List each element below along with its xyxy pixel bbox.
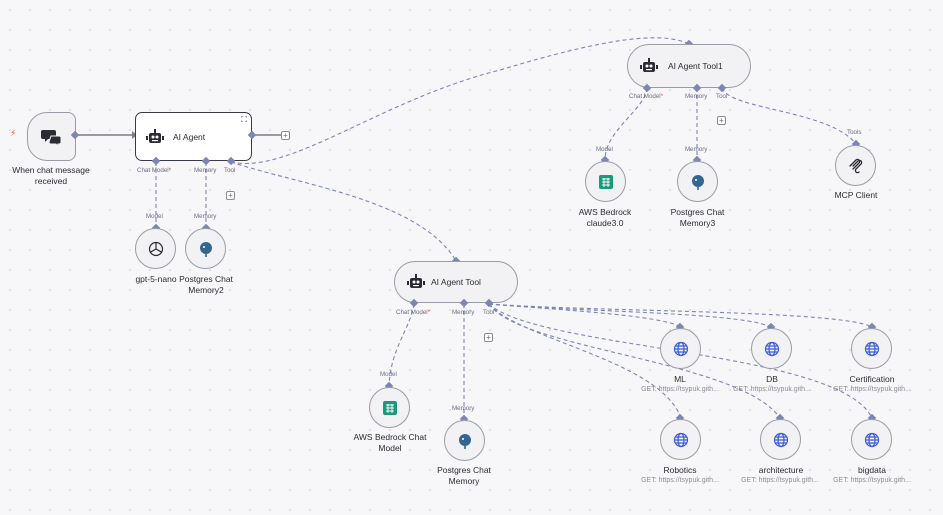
globe-icon — [673, 341, 688, 356]
robot-icon — [640, 58, 658, 72]
pg-memory3-title: Postgres Chat Memory3 — [670, 207, 725, 228]
mcp-icon — [848, 158, 862, 173]
edge-http-ml — [488, 303, 682, 328]
pg3-port-label: Memory — [685, 146, 708, 153]
postgres-icon — [458, 433, 471, 449]
tool1-add-tool-button[interactable]: + — [717, 116, 726, 125]
edge-agent-tool-agenttool — [230, 161, 457, 262]
gpt-model-title: gpt-5-nano — [135, 274, 177, 284]
http-tool-ml-title: ML — [674, 374, 686, 384]
postgres-icon — [199, 241, 212, 257]
ai-agent-tool1-title: AI Agent Tool1 — [668, 61, 723, 71]
pg2-port-label: Memory — [194, 213, 217, 220]
robot-icon — [146, 128, 164, 143]
bedrock-claude-title: AWS Bedrock claude3.0 — [578, 207, 632, 228]
http-tool-bigdata-title: bigdata — [858, 465, 886, 475]
globe-icon — [864, 341, 879, 356]
bedrock-chat-node[interactable] — [369, 387, 410, 428]
http-tool-ml-subtitle: GET: https://tsypuk.gith... — [641, 386, 719, 393]
mcp-client-node[interactable] — [835, 145, 876, 186]
chat-trigger-node[interactable] — [27, 112, 76, 161]
bedrock-chat-port-label: Model — [380, 371, 397, 378]
globe-icon — [764, 341, 779, 356]
postgres-icon — [691, 174, 704, 190]
pg-memory-node[interactable] — [444, 420, 485, 461]
http-tool-certification-title: Certification — [849, 374, 895, 384]
agent-tool-add-tool-button[interactable]: + — [484, 333, 493, 342]
ai-agent-chat-model-label: Chat Model* — [137, 167, 172, 174]
aws-bedrock-icon — [598, 174, 613, 189]
gpt-model-node[interactable] — [135, 228, 176, 269]
focus-icon[interactable]: ⛶ — [241, 115, 247, 124]
gpt-model-port-label: Model — [146, 213, 163, 220]
mcp-client-title: MCP Client — [834, 190, 878, 200]
http-tool-db-title: DB — [766, 374, 778, 384]
mcp-port-label: Tools — [847, 129, 862, 136]
agent-tool-memory-label: Memory — [452, 309, 475, 316]
tool1-tool-label: Tool — [716, 93, 728, 100]
agent-tool-chat-model-label: Chat Model* — [396, 309, 431, 316]
aws-bedrock-icon — [382, 400, 397, 415]
http-tool-bigdata-subtitle: GET: https://tsypuk.gith... — [833, 477, 911, 484]
ai-agent-tool-title: AI Agent Tool — [431, 277, 481, 287]
ai-agent-tool-node[interactable]: AI Agent Tool — [394, 261, 518, 303]
pg-port-label: Memory — [452, 405, 475, 412]
chat-bubbles-icon — [40, 129, 61, 146]
globe-icon — [673, 432, 688, 447]
agent-tool-tool-label: Tool — [483, 309, 495, 316]
http-tool-ml-node[interactable] — [660, 328, 701, 369]
robot-icon — [407, 274, 425, 288]
bedrock-claude-port-label: Model — [596, 146, 613, 153]
trigger-bolt-icon: ⚡ — [10, 128, 17, 138]
http-tool-certification-subtitle: GET: https://tsypuk.gith... — [833, 386, 911, 393]
http-tool-robotics-node[interactable] — [660, 419, 701, 460]
tool1-memory-label: Memory — [685, 93, 708, 100]
openai-icon — [148, 241, 163, 256]
pg-memory3-node[interactable] — [677, 161, 718, 202]
bedrock-claude-node[interactable] — [585, 161, 626, 202]
tool1-chat-model-label: Chat Model* — [629, 93, 664, 100]
ai-agent-node[interactable]: AI Agent ⛶ — [135, 112, 252, 161]
http-tool-robotics-subtitle: GET: https://tsypuk.gith... — [641, 477, 719, 484]
http-tool-architecture-node[interactable] — [760, 419, 801, 460]
http-tool-architecture-title: architecture — [758, 465, 804, 475]
globe-icon — [773, 432, 788, 447]
ai-agent-add-next-button[interactable]: + — [281, 131, 290, 140]
ai-agent-tool1-node[interactable]: AI Agent Tool1 — [627, 44, 751, 88]
pg-memory2-node[interactable] — [185, 228, 226, 269]
ai-agent-add-tool-button[interactable]: + — [226, 191, 235, 200]
http-tool-db-node[interactable] — [751, 328, 792, 369]
edge-agent-tool-agenttool1 — [230, 37, 690, 164]
http-tool-architecture-subtitle: GET: https://tsypuk.gith... — [741, 477, 819, 484]
chat-trigger-label: When chat message received — [12, 165, 90, 186]
ai-agent-memory-label: Memory — [194, 167, 217, 174]
globe-icon — [864, 432, 879, 447]
ai-agent-tool-label: Tool — [224, 167, 236, 174]
edge-http-robotics — [488, 303, 682, 419]
edge-http-db — [488, 303, 772, 328]
edge-http-architecture — [488, 303, 781, 419]
http-tool-robotics-title: Robotics — [663, 465, 697, 475]
pg-memory-title: Postgres Chat Memory — [437, 465, 491, 486]
edge-tool1-mcp — [721, 87, 857, 145]
http-tool-certification-node[interactable] — [851, 328, 892, 369]
http-tool-bigdata-node[interactable] — [851, 419, 892, 460]
pg-memory2-title: Postgres Chat Memory2 — [179, 274, 233, 295]
ai-agent-title: AI Agent — [173, 131, 206, 142]
http-tool-db-subtitle: GET: https://tsypuk.gith... — [733, 386, 811, 393]
bedrock-chat-title: AWS Bedrock Chat Model — [353, 432, 427, 453]
